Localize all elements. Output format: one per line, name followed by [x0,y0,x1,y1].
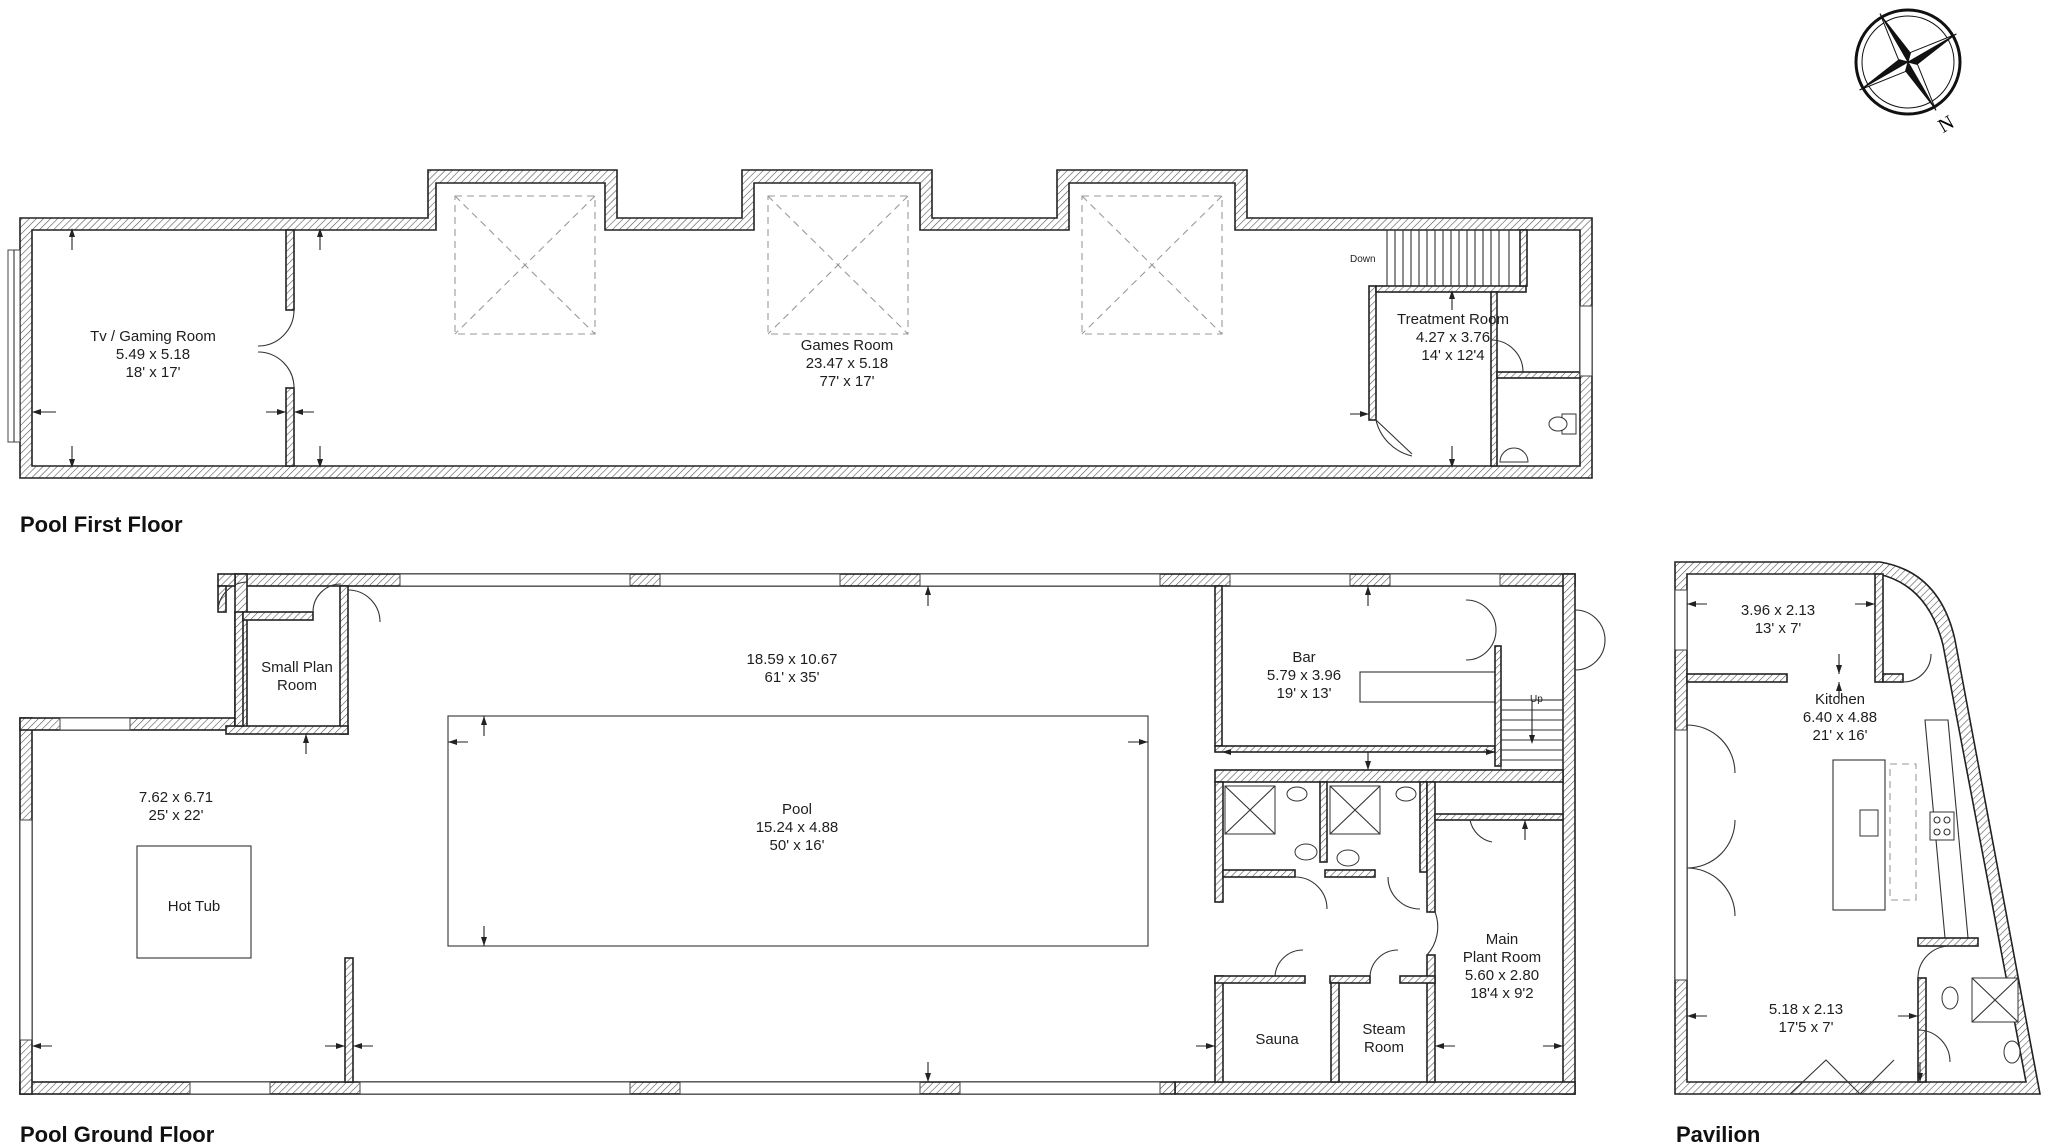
room-kitchen: Kitchen 6.40 x 4.88 21' x 16' [1803,691,1877,744]
basin-2-icon [1395,786,1417,802]
svg-text:15.24 x 4.88: 15.24 x 4.88 [756,819,839,836]
room-small-plan: Small Plan Room [261,659,333,694]
svg-text:18'4 x 9'2: 18'4 x 9'2 [1470,985,1533,1002]
first-floor-plan [7,169,1593,479]
svg-text:Small Plan: Small Plan [261,659,333,676]
svg-text:77' x 17': 77' x 17' [820,373,875,390]
pavilion-plan [1674,561,2041,1095]
svg-text:Room: Room [277,677,317,694]
svg-text:Plant Room: Plant Room [1463,949,1541,966]
svg-text:3.96 x 2.13: 3.96 x 2.13 [1741,602,1815,619]
svg-text:Tv / Gaming Room: Tv / Gaming Room [90,328,216,345]
svg-text:5.18 x 2.13: 5.18 x 2.13 [1769,1001,1843,1018]
kitchen-sink-icon [1859,809,1879,837]
room-sauna: Sauna [1255,1031,1299,1048]
room-games: Games Room 23.47 x 5.18 77' x 17' [801,337,894,390]
room-steam: Steam Room [1362,1021,1405,1056]
room-pool: Pool 15.24 x 4.88 50' x 16' [756,801,839,854]
svg-text:17'5 x 7': 17'5 x 7' [1779,1019,1834,1036]
stairs-up [1500,699,1564,771]
toilet-2-icon [1336,849,1360,867]
svg-text:13' x 7': 13' x 7' [1755,620,1802,637]
basin-1-icon [1286,786,1308,802]
ground-floor-plan [19,573,1606,1095]
stairs-up-label: Up [1530,694,1543,705]
pavilion-basin-icon [2003,1040,2021,1064]
svg-text:Room: Room [1364,1039,1404,1056]
room-tv-gaming: Tv / Gaming Room 5.49 x 5.18 18' x 17' [90,328,216,381]
svg-text:7.62 x 6.71: 7.62 x 6.71 [139,789,213,806]
kitchen-island [1832,759,1886,911]
toilet-1-icon [1294,843,1318,861]
svg-text:21' x 16': 21' x 16' [1813,727,1868,744]
skylight-2 [767,195,909,335]
hot-tub [136,845,252,959]
svg-text:5.79 x 3.96: 5.79 x 3.96 [1267,667,1341,684]
pavilion-title: Pavilion [1676,1122,1760,1146]
skylight-3 [1081,195,1223,335]
room-main-plant: Main Plant Room 5.60 x 2.80 18'4 x 9'2 [1463,931,1541,1002]
stairs-down [1386,229,1510,287]
first-floor-title: Pool First Floor [20,512,183,537]
ground-floor-title: Pool Ground Floor [20,1122,215,1146]
svg-text:Kitchen: Kitchen [1815,691,1865,708]
room-bar: Bar 5.79 x 3.96 19' x 13' [1267,649,1341,702]
pavilion-toilet-icon [1941,986,1959,1010]
svg-text:Bar: Bar [1292,649,1315,666]
first-floor-basin-icon [1499,447,1529,463]
svg-text:14' x 12'4: 14' x 12'4 [1421,347,1484,364]
bar-counter [1359,671,1497,703]
svg-text:50' x 16': 50' x 16' [770,837,825,854]
svg-text:19' x 13': 19' x 13' [1277,685,1332,702]
svg-text:5.60 x 2.80: 5.60 x 2.80 [1465,967,1539,984]
hob-icon [1929,811,1955,841]
room-pavilion-lounge: 5.18 x 2.13 17'5 x 7' [1769,1001,1843,1036]
ground-floor-dimension-arrows [32,586,1563,1082]
svg-text:18.59 x 10.67: 18.59 x 10.67 [747,651,838,668]
svg-text:23.47 x 5.18: 23.47 x 5.18 [806,355,889,372]
pavilion-dimension-arrows [1687,601,1923,1082]
svg-text:4.27 x 3.76: 4.27 x 3.76 [1416,329,1490,346]
hot-tub-label: Hot Tub [168,898,221,915]
svg-text:25' x 22': 25' x 22' [149,807,204,824]
skylight-1 [454,195,596,335]
first-floor-dimension-arrows [32,228,1455,468]
room-treatment: Treatment Room 4.27 x 3.76 14' x 12'4 [1397,311,1509,364]
svg-text:61' x 35': 61' x 35' [765,669,820,686]
svg-text:Main: Main [1486,931,1519,948]
svg-text:Steam: Steam [1362,1021,1405,1038]
pool [447,715,1149,947]
room-hot-tub-area: 7.62 x 6.71 25' x 22' [139,789,213,824]
compass-icon: N [1854,8,1962,138]
svg-text:Treatment Room: Treatment Room [1397,311,1509,328]
svg-text:Pool: Pool [782,801,812,818]
room-main-hall: 18.59 x 10.67 61' x 35' [747,651,838,686]
svg-text:Games Room: Games Room [801,337,894,354]
compass-north-label: N [1935,111,1959,137]
room-pavilion-store: 3.96 x 2.13 13' x 7' [1741,602,1815,637]
stairs-down-label: Down [1350,254,1376,265]
svg-text:18' x 17': 18' x 17' [126,364,181,381]
svg-text:6.40 x 4.88: 6.40 x 4.88 [1803,709,1877,726]
svg-text:5.49 x 5.18: 5.49 x 5.18 [116,346,190,363]
